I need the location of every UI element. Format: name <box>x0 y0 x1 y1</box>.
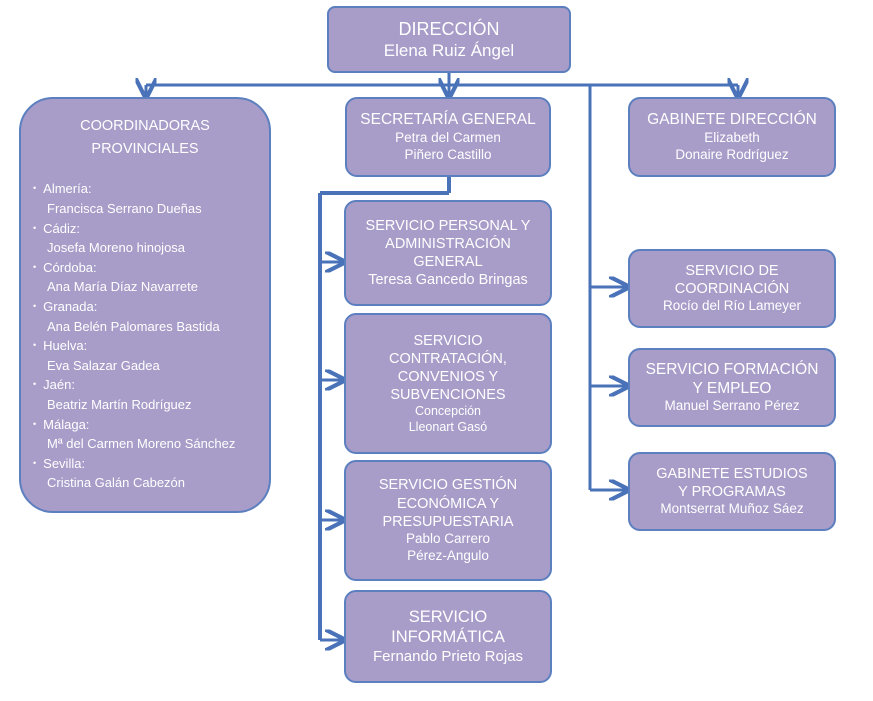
gabinete-estudios-name: Montserrat Muñoz Sáez <box>660 501 804 517</box>
province-label: Córdoba: <box>33 258 269 278</box>
province-label: Almería: <box>33 179 269 199</box>
servicio-gestion-title-line-3: PRESUPUESTARIA <box>382 513 514 530</box>
servicio-contratacion-title-line-1: SERVICIO <box>413 332 483 349</box>
servicio-coordinacion-box: SERVICIO DE COORDINACIÓN Rocío del Río L… <box>628 249 836 328</box>
servicio-personal-box: SERVICIO PERSONAL Y ADMINISTRACIÓN GENER… <box>344 200 552 306</box>
list-item: Córdoba: Ana María Díaz Navarrete <box>33 258 269 297</box>
servicio-contratacion-title-line-2: CONTRATACIÓN, <box>389 350 507 367</box>
servicio-gestion-box: SERVICIO GESTIÓN ECONÓMICA Y PRESUPUESTA… <box>344 460 552 581</box>
secretaria-name-line-1: Petra del Carmen <box>395 129 501 145</box>
coordinadoras-title-line-2: PROVINCIALES <box>91 141 199 158</box>
secretaria-general-box: SECRETARÍA GENERAL Petra del Carmen Piñe… <box>345 97 551 177</box>
servicio-contratacion-box: SERVICIO CONTRATACIÓN, CONVENIOS Y SUBVE… <box>344 313 552 454</box>
coordinator-name: Josefa Moreno hinojosa <box>47 240 186 256</box>
gabinete-direccion-title: GABINETE DIRECCIÓN <box>647 111 817 129</box>
province-label: Granada: <box>33 297 269 317</box>
coordinadoras-title-line-1: COORDINADORAS <box>80 118 210 134</box>
servicio-formacion-box: SERVICIO FORMACIÓN Y EMPLEO Manuel Serra… <box>628 348 836 427</box>
gabinete-estudios-title-line-2: Y PROGRAMAS <box>678 484 786 501</box>
servicio-contratacion-name-line-1: Concepción <box>414 404 481 419</box>
servicio-formacion-title-line-1: SERVICIO FORMACIÓN <box>645 360 819 378</box>
servicio-informatica-box: SERVICIO INFORMÁTICA Fernando Prieto Roj… <box>344 590 552 683</box>
secretaria-title: SECRETARÍA GENERAL <box>360 111 536 129</box>
servicio-personal-title-line-3: GENERAL <box>413 254 483 270</box>
secretaria-name-line-2: Piñero Castillo <box>404 146 492 162</box>
list-item: Cádiz: Josefa Moreno hinojosa <box>33 219 269 258</box>
province-label: Málaga: <box>33 415 269 435</box>
servicio-informatica-title-line-2: INFORMÁTICA <box>391 628 505 647</box>
coordinator-name: Cristina Galán Cabezón <box>47 475 186 491</box>
list-item: Granada: Ana Belén Palomares Bastida <box>33 297 269 336</box>
direccion-name: Elena Ruiz Ángel <box>383 41 515 61</box>
coordinator-name: Eva Salazar Gadea <box>47 357 160 373</box>
coordinator-name: Mª del Carmen Moreno Sánchez <box>47 436 236 452</box>
servicio-personal-title-line-2: ADMINISTRACIÓN <box>385 235 511 252</box>
list-item: Almería: Francisca Serrano Dueñas <box>33 179 269 218</box>
servicio-gestion-title-line-2: ECONÓMICA Y <box>396 495 500 512</box>
servicio-informatica-title-line-1: SERVICIO <box>408 607 488 626</box>
servicio-coordinacion-title-line-1: SERVICIO DE <box>685 262 779 279</box>
servicio-informatica-name: Fernando Prieto Rojas <box>372 647 524 665</box>
province-label: Huelva: <box>33 336 269 356</box>
servicio-gestion-title-line-1: SERVICIO GESTIÓN <box>378 477 518 494</box>
coordinadoras-list: Almería: Francisca Serrano Dueñas Cádiz:… <box>21 179 269 493</box>
servicio-contratacion-title-line-3: CONVENIOS Y <box>397 368 499 385</box>
servicio-formacion-name: Manuel Serrano Pérez <box>664 398 800 414</box>
coordinator-name: Ana María Díaz Navarrete <box>47 279 199 295</box>
coordinator-name: Beatriz Martín Rodríguez <box>47 396 192 412</box>
province-label: Cádiz: <box>33 219 269 239</box>
servicio-contratacion-name-line-2: Lleonart Gasó <box>408 419 488 434</box>
coordinadoras-provinciales-box: COORDINADORAS PROVINCIALES Almería: Fran… <box>19 97 271 513</box>
gabinete-direccion-box: GABINETE DIRECCIÓN Elizabeth Donaire Rod… <box>628 97 836 177</box>
servicio-gestion-name-line-2: Pérez-Angulo <box>407 547 489 563</box>
coordinator-name: Francisca Serrano Dueñas <box>47 200 202 216</box>
list-item: Málaga: Mª del Carmen Moreno Sánchez <box>33 415 269 454</box>
gabinete-direccion-name-line-2: Donaire Rodríguez <box>675 146 789 162</box>
servicio-personal-title-line-1: SERVICIO PERSONAL Y <box>365 217 531 234</box>
gabinete-direccion-name-line-1: Elizabeth <box>704 129 760 145</box>
direccion-title: DIRECCIÓN <box>398 18 500 39</box>
servicio-coordinacion-name: Rocío del Río Lameyer <box>662 298 802 314</box>
servicio-gestion-name-line-1: Pablo Carrero <box>405 530 491 546</box>
direccion-box: DIRECCIÓN Elena Ruiz Ángel <box>327 6 571 73</box>
gabinete-estudios-title-line-1: GABINETE ESTUDIOS <box>656 465 808 482</box>
province-label: Jaén: <box>33 375 269 395</box>
servicio-coordinacion-title-line-2: COORDINACIÓN <box>674 281 790 298</box>
list-item: Sevilla: Cristina Galán Cabezón <box>33 454 269 493</box>
province-label: Sevilla: <box>33 454 269 474</box>
servicio-formacion-title-line-2: Y EMPLEO <box>692 380 772 398</box>
list-item: Huelva: Eva Salazar Gadea <box>33 336 269 375</box>
list-item: Jaén: Beatriz Martín Rodríguez <box>33 375 269 414</box>
servicio-personal-name: Teresa Gancedo Bringas <box>368 272 528 289</box>
servicio-contratacion-title-line-4: SUBVENCIONES <box>390 387 506 403</box>
gabinete-estudios-box: GABINETE ESTUDIOS Y PROGRAMAS Montserrat… <box>628 452 836 531</box>
coordinator-name: Ana Belén Palomares Bastida <box>47 318 220 334</box>
